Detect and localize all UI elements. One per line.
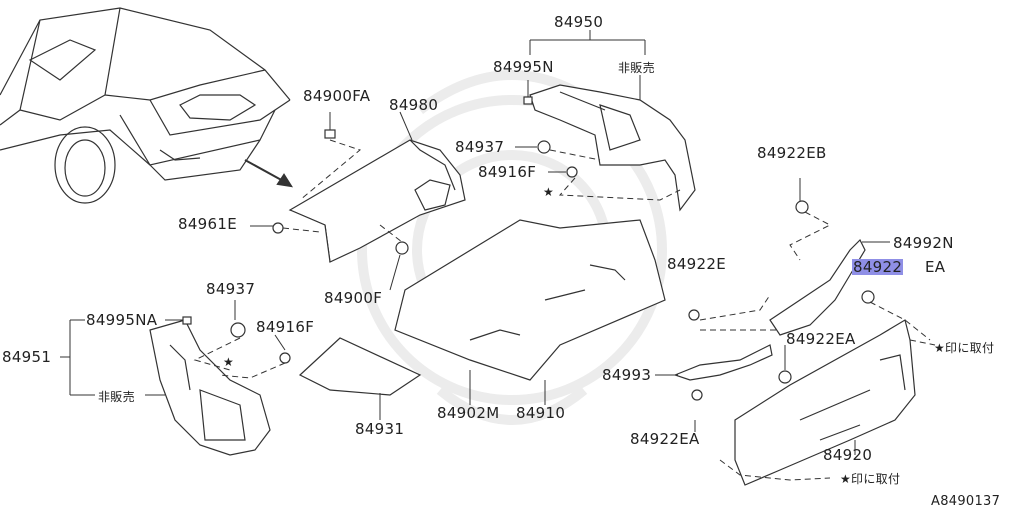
label-84951: 84951 (2, 348, 52, 366)
label-not-for-sale-left: 非販売 (98, 390, 135, 404)
dashed-guides-right (699, 211, 931, 341)
label-84900FA: 84900FA (303, 87, 371, 105)
part-84980-shape (288, 139, 466, 263)
note-attach-at-star-right: ★印に取付 (934, 341, 995, 355)
dashed-guides-left-bracket (193, 337, 286, 379)
label-84995N: 84995N (493, 58, 554, 76)
label-84900F: 84900F (324, 289, 383, 307)
label-not-for-sale-top: 非販売 (618, 61, 655, 75)
label-84922EA-highlighted[interactable]: 84922 (852, 258, 904, 276)
label-84922EA-mid: 84922EA (786, 330, 856, 348)
label-84931: 84931 (355, 420, 405, 438)
car-illustration (0, 7, 291, 204)
note-attach-at-star-bottom: ★印に取付 (840, 472, 901, 486)
label-84937-left: 84937 (206, 280, 256, 298)
label-84920: 84920 (823, 446, 873, 464)
part-84950-shape (529, 84, 696, 212)
label-84980: 84980 (389, 96, 439, 114)
fastener-clips-left-bracket (182, 316, 291, 364)
label-84922EB: 84922EB (757, 144, 827, 162)
label-84995NA: 84995NA (86, 311, 158, 329)
fastener-clips-right (688, 200, 875, 401)
label-84937-top: 84937 (455, 138, 505, 156)
label-84950: 84950 (554, 13, 604, 31)
label-84916F-left: 84916F (256, 318, 315, 336)
part-84920-leader (694, 345, 856, 455)
label-84902M: 84902M (437, 404, 500, 422)
label-84916F-top: 84916F (478, 163, 537, 181)
label-84922EA-highlighted-suffix: EA (925, 258, 946, 276)
dashed-guides-bottom-right (719, 339, 936, 481)
diagram-id: A8490137 (931, 494, 1001, 509)
part-84910-shape (394, 219, 666, 381)
fastener-clips-top (523, 96, 578, 178)
part-84910-leader (469, 370, 546, 405)
part-84950-leader (515, 30, 646, 173)
part-84951-leader (60, 300, 286, 396)
label-84922E: 84922E (667, 255, 726, 273)
part-84992N-leader (799, 178, 890, 243)
arrow-indicator (244, 159, 294, 188)
part-84951-shape (149, 319, 271, 456)
star-marker-top: ★ (543, 185, 554, 199)
part-84920-shape (734, 319, 916, 486)
dashed-guides-left (282, 139, 403, 243)
star-marker-left: ★ (223, 355, 234, 369)
part-84931-shape (298, 337, 422, 396)
part-84992N-shape (769, 238, 866, 336)
label-84993: 84993 (602, 366, 652, 384)
part-84993-shape (673, 344, 773, 381)
dashed-guides-top (549, 149, 681, 201)
label-84910: 84910 (516, 404, 566, 422)
label-84922EA-bottom: 84922EA (630, 430, 700, 448)
label-84992N: 84992N (893, 234, 954, 252)
label-84961E: 84961E (178, 215, 237, 233)
